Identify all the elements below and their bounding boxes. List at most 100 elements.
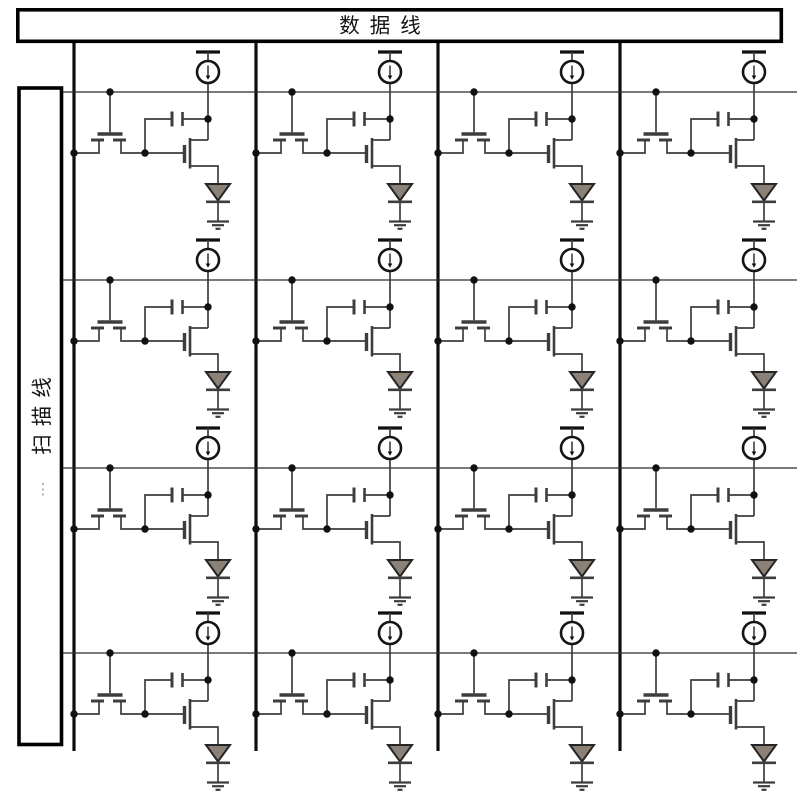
current-source-arrow-head bbox=[387, 636, 393, 641]
junction-dot bbox=[323, 149, 331, 157]
pixel-cell-2-4 bbox=[616, 238, 778, 418]
pixel-cell-1-2 bbox=[252, 50, 414, 230]
switch-tft bbox=[256, 280, 365, 342]
current-source-arrow-head bbox=[569, 263, 575, 268]
drive-tft bbox=[364, 514, 401, 560]
junction-dot bbox=[70, 710, 78, 718]
scan-line-bus-label: 扫描线 bbox=[31, 369, 54, 455]
ground-symbol bbox=[571, 781, 593, 791]
switch-drain-lead bbox=[120, 515, 183, 530]
junction-dot bbox=[386, 303, 394, 311]
switch-tft bbox=[438, 468, 547, 530]
capacitor-left-lead bbox=[326, 494, 353, 529]
drive-source-lead bbox=[373, 353, 401, 372]
current-source bbox=[195, 247, 221, 328]
current-source bbox=[377, 247, 403, 328]
vdd-terminal bbox=[196, 238, 220, 249]
oled-diode bbox=[750, 183, 778, 222]
pixel-cell-3-2 bbox=[252, 426, 414, 606]
drive-tft bbox=[546, 138, 583, 184]
junction-dot bbox=[616, 337, 624, 345]
junction-dot bbox=[687, 525, 695, 533]
current-source-arrow-head bbox=[387, 263, 393, 268]
storage-capacitor bbox=[144, 672, 208, 714]
junction-dot bbox=[386, 676, 394, 684]
drive-tft bbox=[364, 699, 401, 745]
drive-tft bbox=[728, 514, 765, 560]
switch-drain-lead bbox=[484, 700, 547, 715]
pixel-cell-4-2 bbox=[252, 611, 414, 791]
current-source bbox=[377, 59, 403, 140]
oled-anode-triangle bbox=[568, 183, 596, 203]
oled-diode bbox=[204, 744, 232, 783]
switch-tft bbox=[256, 92, 365, 154]
current-source-arrow-head bbox=[751, 451, 757, 456]
switch-tft bbox=[620, 468, 729, 530]
junction-dot bbox=[204, 303, 212, 311]
switch-drain-lead bbox=[484, 327, 547, 342]
current-source bbox=[377, 620, 403, 701]
scan-line-continuation-marks: ⋮ bbox=[36, 480, 51, 498]
oled-anode-triangle bbox=[750, 371, 778, 391]
switch-source-lead bbox=[74, 515, 100, 530]
switch-drain-lead bbox=[120, 700, 183, 715]
capacitor-left-lead bbox=[690, 118, 717, 153]
junction-dot bbox=[386, 491, 394, 499]
switch-drain-lead bbox=[666, 327, 729, 342]
oled-diode bbox=[204, 371, 232, 410]
junction-dot bbox=[652, 276, 660, 284]
ground-symbol bbox=[753, 408, 775, 418]
switch-tft bbox=[256, 653, 365, 715]
ground-symbol bbox=[207, 408, 229, 418]
capacitor-left-lead bbox=[508, 679, 535, 714]
current-source bbox=[559, 247, 585, 328]
junction-dot bbox=[106, 276, 114, 284]
drive-source-lead bbox=[737, 541, 765, 560]
switch-source-lead bbox=[438, 700, 464, 715]
vdd-terminal bbox=[560, 238, 584, 249]
oled-anode-triangle bbox=[750, 183, 778, 203]
vdd-terminal bbox=[196, 611, 220, 622]
capacitor-left-lead bbox=[326, 679, 353, 714]
storage-capacitor bbox=[144, 299, 208, 341]
junction-dot bbox=[252, 149, 260, 157]
switch-drain-lead bbox=[484, 515, 547, 530]
oled-diode bbox=[568, 183, 596, 222]
current-source-arrow-head bbox=[205, 636, 211, 641]
junction-dot bbox=[141, 525, 149, 533]
oled-diode bbox=[750, 744, 778, 783]
junction-dot bbox=[470, 276, 478, 284]
current-source bbox=[195, 620, 221, 701]
storage-capacitor bbox=[326, 487, 390, 529]
junction-dot bbox=[568, 676, 576, 684]
switch-drain-lead bbox=[484, 139, 547, 154]
oled-diode bbox=[204, 183, 232, 222]
drive-source-lead bbox=[373, 165, 401, 184]
pixel-grid bbox=[63, 43, 797, 791]
junction-dot bbox=[70, 149, 78, 157]
drive-source-lead bbox=[555, 353, 583, 372]
switch-drain-lead bbox=[666, 515, 729, 530]
oled-diode bbox=[568, 559, 596, 598]
capacitor-left-lead bbox=[508, 494, 535, 529]
vdd-terminal bbox=[378, 238, 402, 249]
capacitor-left-lead bbox=[508, 118, 535, 153]
current-source bbox=[741, 59, 767, 140]
vdd-terminal bbox=[560, 611, 584, 622]
drive-source-lead bbox=[555, 165, 583, 184]
switch-source-lead bbox=[620, 139, 646, 154]
drive-source-lead bbox=[737, 165, 765, 184]
junction-dot bbox=[106, 649, 114, 657]
junction-dot bbox=[141, 149, 149, 157]
vdd-terminal bbox=[560, 50, 584, 61]
current-source bbox=[559, 435, 585, 516]
drive-tft bbox=[728, 326, 765, 372]
oled-anode-triangle bbox=[204, 371, 232, 391]
switch-source-lead bbox=[256, 515, 282, 530]
capacitor-left-lead bbox=[326, 118, 353, 153]
capacitor-left-lead bbox=[144, 118, 171, 153]
switch-tft bbox=[620, 280, 729, 342]
junction-dot bbox=[687, 149, 695, 157]
capacitor-left-lead bbox=[690, 679, 717, 714]
storage-capacitor bbox=[508, 487, 572, 529]
